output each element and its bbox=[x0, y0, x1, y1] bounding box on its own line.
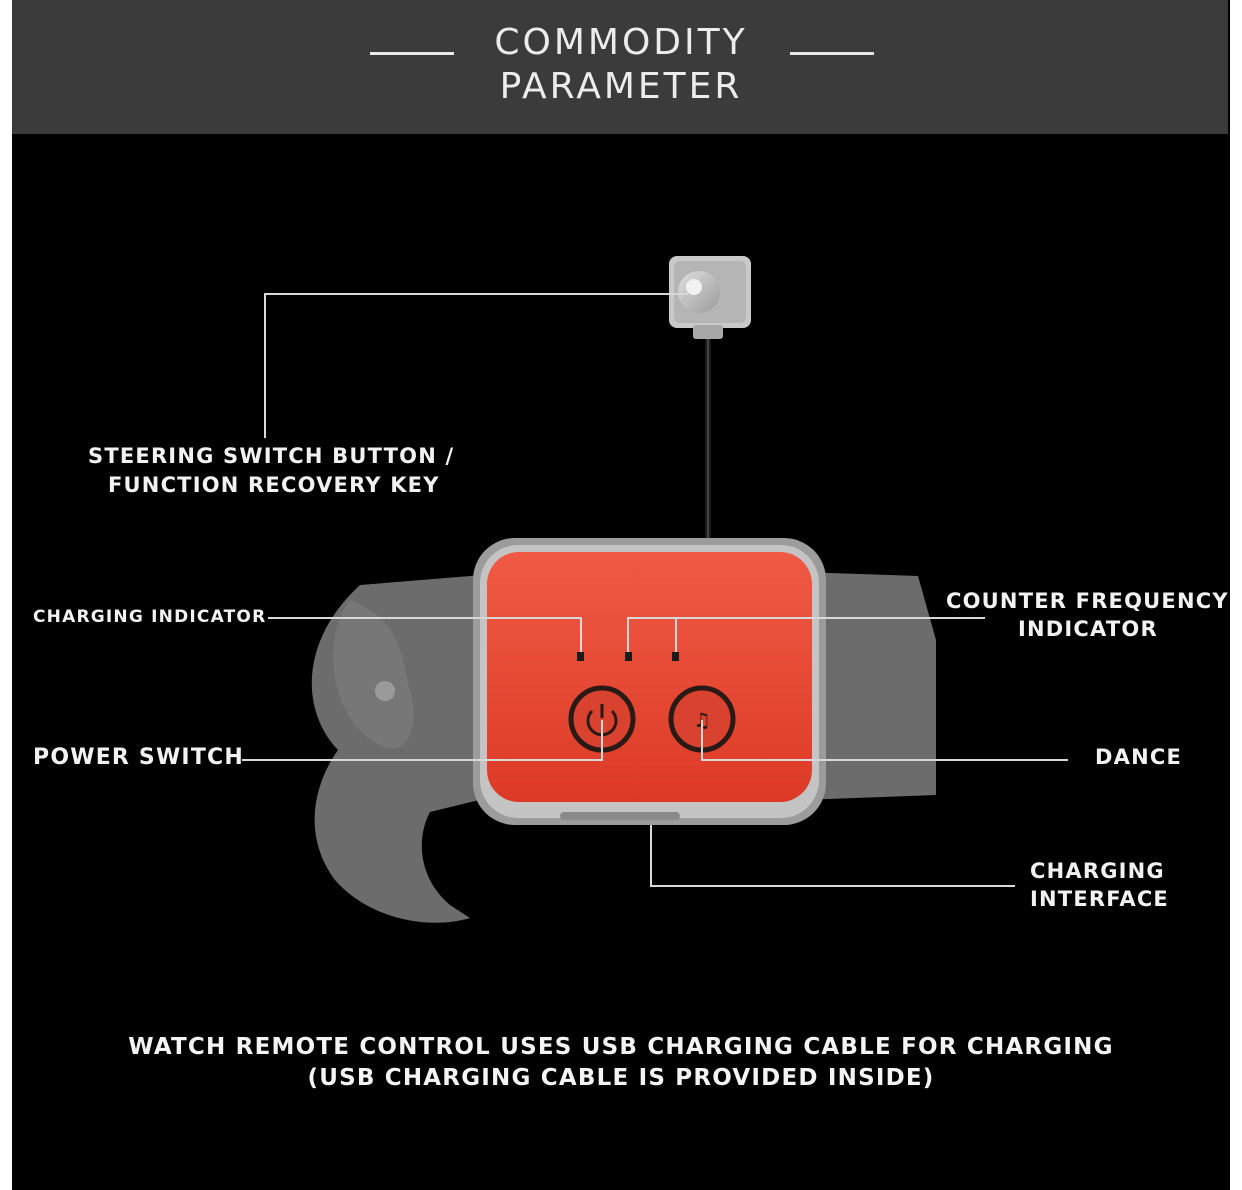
dance-label: DANCE bbox=[1095, 745, 1183, 769]
header-title-line1: COMMODITY bbox=[494, 22, 748, 63]
counter-frequency-label-line2: INDICATOR bbox=[1018, 617, 1158, 641]
charging-interface-label-line2: INTERFACE bbox=[1030, 887, 1169, 911]
charging-indicator-label: CHARGING INDICATOR bbox=[33, 607, 267, 627]
header-left-rule bbox=[370, 52, 454, 55]
counter-indicator-light-1 bbox=[625, 652, 632, 661]
steering-label-line1: STEERING SWITCH BUTTON / bbox=[88, 444, 455, 468]
wrist-strap bbox=[311, 572, 936, 923]
charging-indicator-light bbox=[577, 652, 584, 661]
counter-indicator-light-2 bbox=[672, 652, 679, 661]
power-button bbox=[568, 685, 636, 753]
steering-label-line2: FUNCTION RECOVERY KEY bbox=[108, 473, 440, 497]
remote-device-body bbox=[473, 538, 826, 825]
power-switch-label: POWER SWITCH bbox=[33, 745, 244, 770]
header-title-line2: PARAMETER bbox=[499, 66, 743, 107]
leader-lines bbox=[242, 293, 1068, 887]
header-right-rule bbox=[790, 52, 874, 55]
steering-switch-button bbox=[669, 256, 751, 339]
footer-note-line1: WATCH REMOTE CONTROL USES USB CHARGING C… bbox=[128, 1034, 1114, 1060]
header-banner bbox=[12, 0, 1228, 134]
red-face-panel bbox=[487, 552, 812, 802]
charging-port bbox=[560, 812, 680, 820]
charging-interface-label-line1: CHARGING bbox=[1030, 859, 1165, 883]
counter-frequency-label-line1: COUNTER FREQUENCY bbox=[946, 589, 1229, 613]
footer-note-line2: (USB CHARGING CABLE IS PROVIDED INSIDE) bbox=[307, 1065, 935, 1091]
